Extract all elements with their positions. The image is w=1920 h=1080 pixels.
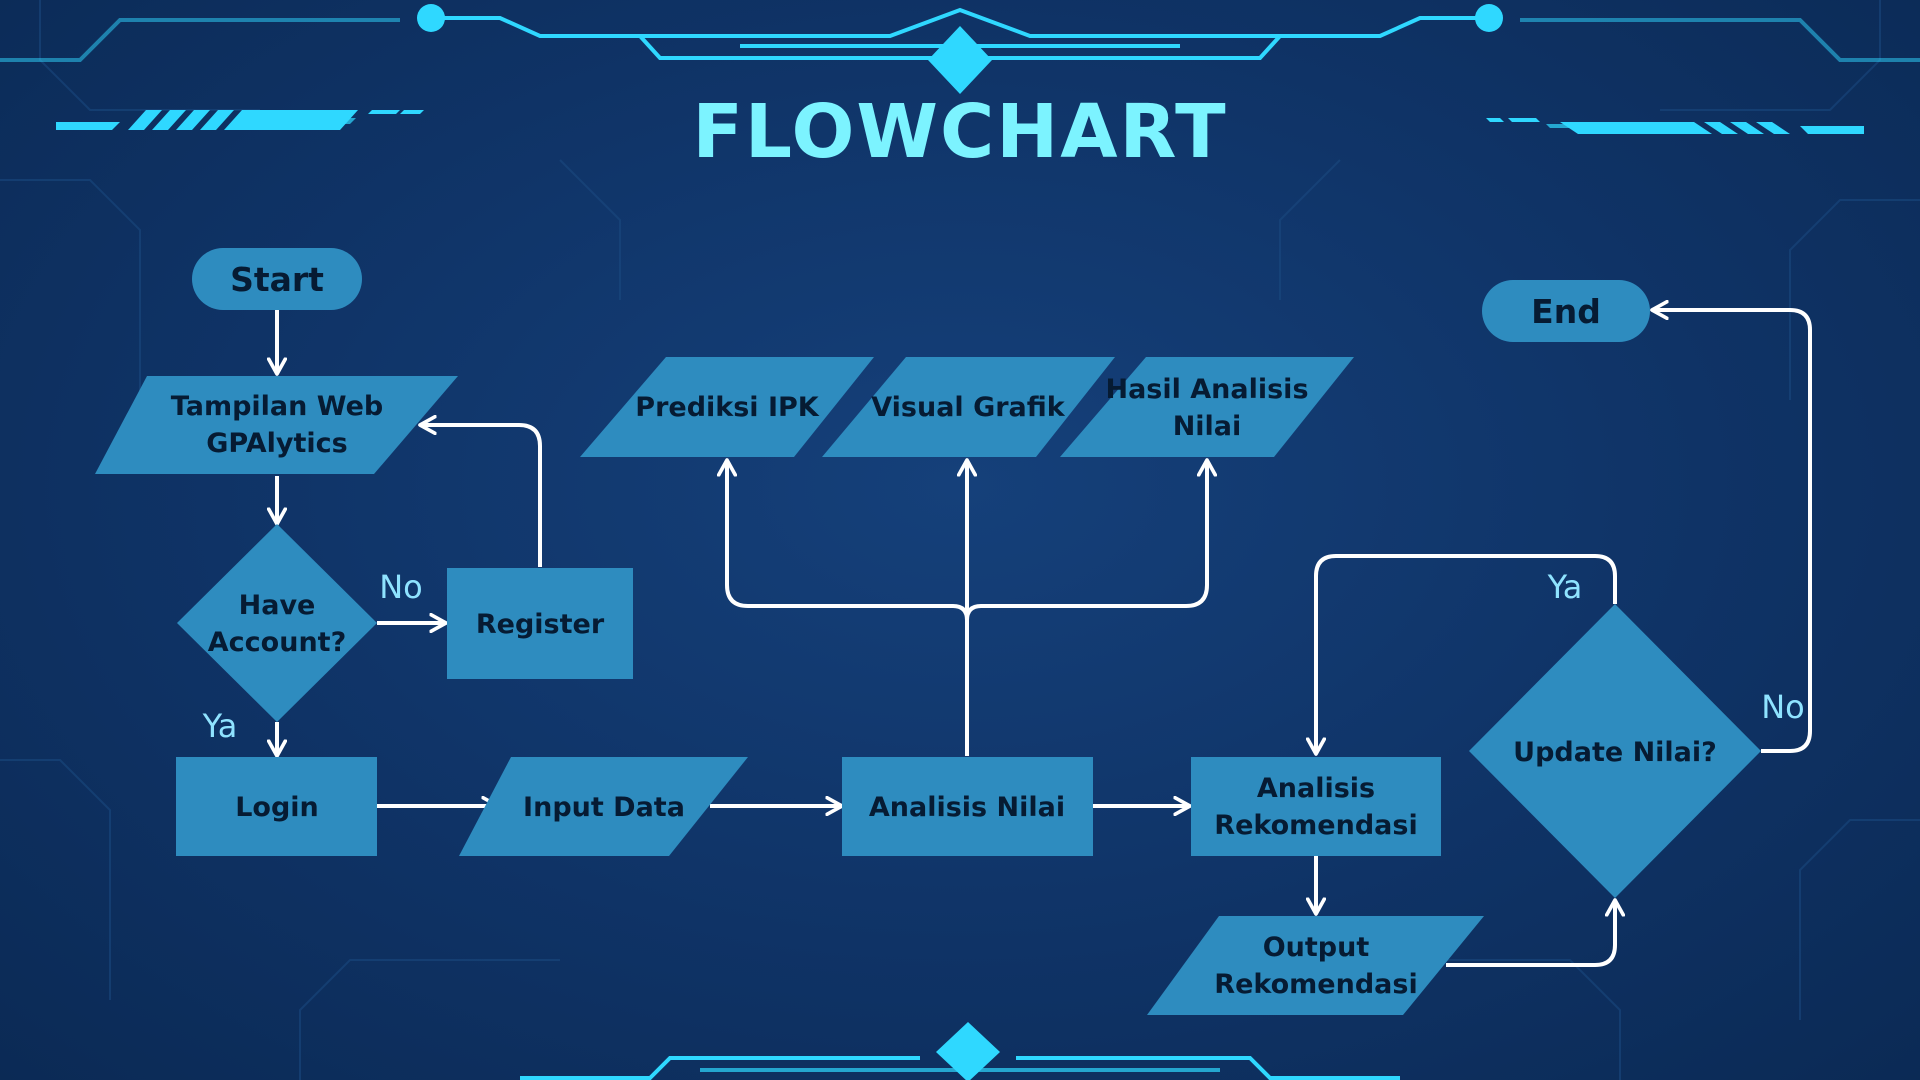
analisis-nilai-label: Analisis Nilai	[869, 792, 1065, 823]
end-label: End	[1531, 292, 1601, 331]
top-left-node-icon	[417, 4, 445, 32]
connector-update-nilai-ya	[1316, 554, 1617, 754]
edge-label-no: No	[379, 568, 423, 606]
have-account-label-line-2: Account?	[208, 627, 346, 658]
hasil-analisis-output: Hasil Analisis Nilai	[1060, 357, 1354, 457]
bottom-circuit-decoration	[520, 1022, 1400, 1080]
edge-label-ya: Ya	[1547, 568, 1583, 606]
left-stripe-decoration	[56, 110, 424, 130]
login-label: Login	[235, 792, 319, 823]
analisis-nilai-process: Analisis Nilai	[842, 757, 1093, 856]
connectors	[277, 310, 1812, 967]
prediksi-ipk-label: Prediksi IPK	[635, 392, 820, 423]
top-diamond-icon	[928, 26, 992, 94]
input-data-label: Input Data	[523, 792, 685, 823]
right-stripe-decoration	[1486, 118, 1864, 134]
analisis-rekomendasi-label-line-1: Analisis	[1257, 773, 1375, 804]
output-rekomendasi-label-line-1: Output	[1263, 932, 1370, 963]
edge-label-no: No	[1761, 688, 1805, 726]
hasil-analisis-label-line-1: Hasil Analisis	[1105, 374, 1308, 405]
output-rekomendasi-output: Output Rekomendasi	[1147, 916, 1484, 1015]
have-account-decision: Have Account?	[177, 524, 377, 722]
hasil-analisis-label-line-2: Nilai	[1173, 411, 1242, 442]
input-data-input-output: Input Data	[459, 757, 748, 856]
bottom-diamond-icon	[936, 1022, 1000, 1080]
connector-update-nilai-no-to-end	[1652, 310, 1812, 753]
register-process: Register	[447, 568, 633, 679]
flowchart-title: FLOWCHART	[692, 89, 1227, 175]
connector-to-prediksi-ipk	[727, 460, 969, 621]
tampilan-web-label-line-1: Tampilan Web	[171, 391, 383, 422]
update-nilai-decision: Update Nilai?	[1469, 604, 1761, 898]
prediksi-ipk-output: Prediksi IPK	[580, 357, 874, 457]
top-right-node-icon	[1475, 4, 1503, 32]
top-circuit-decoration	[0, 4, 1920, 94]
edge-label-ya: Ya	[202, 707, 238, 745]
tampilan-web-label-line-2: GPAlytics	[206, 428, 347, 459]
visual-grafik-output: Visual Grafik	[822, 357, 1115, 457]
update-nilai-label: Update Nilai?	[1513, 737, 1717, 768]
analisis-rekomendasi-process: Analisis Rekomendasi	[1191, 757, 1441, 856]
visual-grafik-label: Visual Grafik	[871, 392, 1066, 423]
end-terminator: End	[1482, 280, 1650, 342]
connector-output-to-update-nilai	[1446, 900, 1615, 967]
have-account-label-line-1: Have	[239, 590, 316, 621]
connector-register-to-tampilan	[420, 425, 542, 567]
output-rekomendasi-label-line-2: Rekomendasi	[1214, 969, 1417, 1000]
analisis-rekomendasi-label-line-2: Rekomendasi	[1214, 810, 1417, 841]
connector-to-hasil-analisis	[965, 460, 1207, 621]
login-process: Login	[176, 757, 377, 856]
register-label: Register	[476, 609, 605, 640]
start-label: Start	[230, 260, 324, 299]
start-terminator: Start	[192, 248, 362, 310]
tampilan-web-input-output: Tampilan Web GPAlytics	[95, 376, 458, 474]
